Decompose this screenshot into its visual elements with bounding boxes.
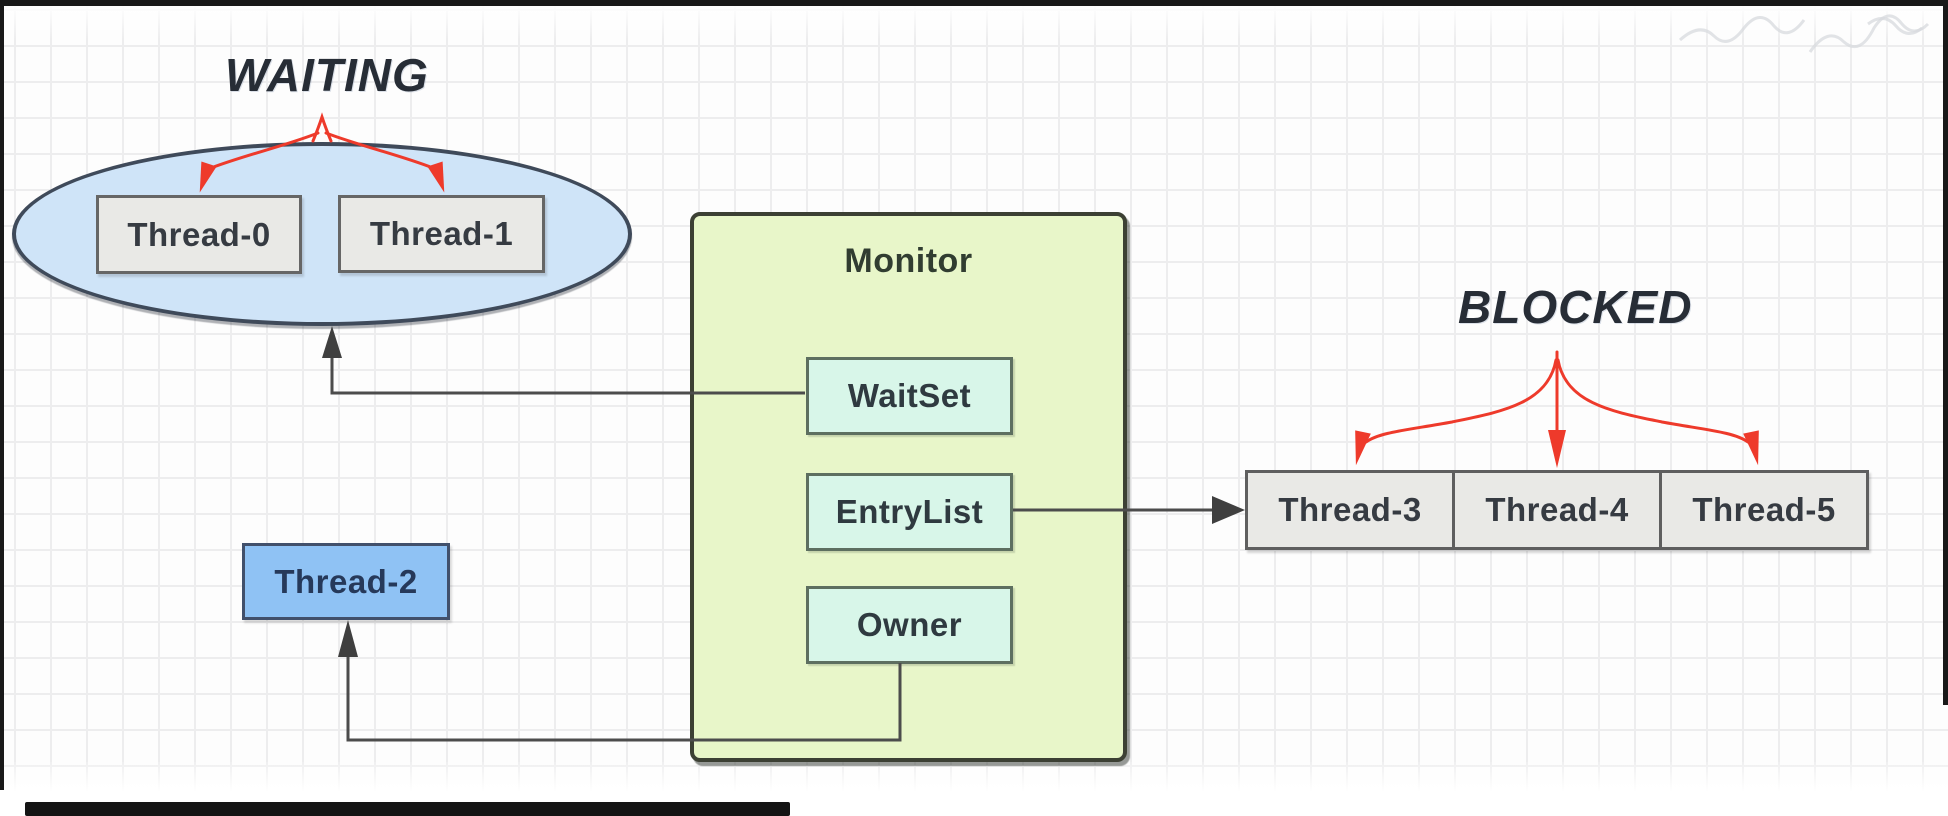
thread-4-cell: Thread-4: [1455, 473, 1662, 547]
entrylist-slot: EntryList: [806, 473, 1013, 551]
thread-1-label: Thread-1: [369, 215, 514, 252]
thread-4-label: Thread-4: [1485, 491, 1629, 528]
monitor-title: Monitor: [844, 242, 973, 280]
bottom-black-bar: [25, 802, 790, 816]
thread-2-label: Thread-2: [274, 562, 418, 600]
frame-left-edge: [0, 0, 4, 790]
waitset-slot: WaitSet: [806, 357, 1013, 435]
owner-slot: Owner: [806, 586, 1013, 664]
thread-5-cell: Thread-5: [1662, 473, 1866, 547]
thread-5-label: Thread-5: [1692, 491, 1836, 528]
thread-1-box: Thread-1: [338, 195, 545, 273]
thread-2-box: Thread-2: [242, 543, 450, 620]
frame-right-edge: [1943, 0, 1948, 705]
thread-3-cell: Thread-3: [1248, 473, 1455, 547]
thread-0-label: Thread-0: [127, 215, 271, 253]
top-fade: [0, 5, 1948, 39]
thread-0-box: Thread-0: [96, 195, 302, 274]
frame-top-edge: [0, 0, 1948, 6]
blocked-thread-row: Thread-3 Thread-4 Thread-5: [1245, 470, 1869, 550]
thread-3-label: Thread-3: [1278, 491, 1422, 528]
blocked-state-label: BLOCKED: [1458, 281, 1693, 333]
entrylist-label: EntryList: [835, 493, 984, 530]
owner-label: Owner: [856, 606, 963, 643]
waitset-label: WaitSet: [847, 377, 972, 414]
monitor-box: Monitor WaitSet EntryList Owner: [690, 212, 1127, 762]
waiting-state-label: WAITING: [225, 49, 429, 101]
